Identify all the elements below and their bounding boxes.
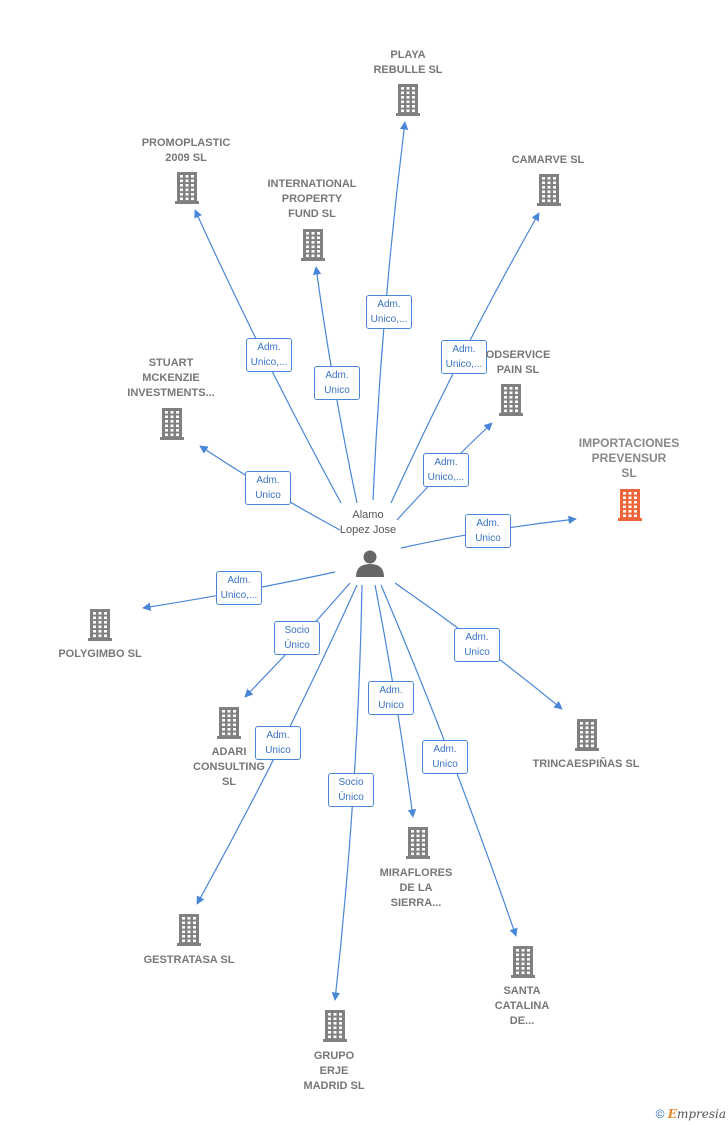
footer: © Empresia	[656, 1107, 726, 1121]
edge-label-international[interactable]: Adm. Unico	[314, 366, 360, 400]
edge-label-importaciones[interactable]: Adm. Unico	[465, 514, 511, 548]
building-icon-polygimbo[interactable]	[88, 609, 112, 641]
edge-label-miraflores[interactable]: Adm. Unico	[368, 681, 414, 715]
node-label-odservice: ODSERVICE PAIN SL	[485, 349, 551, 376]
node-label-camarve: CAMARVE SL	[511, 154, 585, 166]
node-label-trincaespinas: TRINCAESPIÑAS SL	[532, 758, 640, 770]
edge-label-stuart[interactable]: Adm. Unico	[245, 471, 291, 505]
edge-label-odservice[interactable]: Adm. Unico,...	[423, 453, 469, 487]
edge-label-playa[interactable]: Adm. Unico,...	[366, 295, 412, 329]
empresia-logo[interactable]: Empresia	[667, 1107, 726, 1121]
nodes-layer	[88, 84, 642, 1042]
building-icon-importaciones[interactable]	[618, 489, 642, 521]
building-icon-international[interactable]	[301, 229, 325, 261]
node-label-miraflores: MIRAFLORES DE LA SIERRA...	[379, 867, 453, 909]
node-label-gestratasa: GESTRATASA SL	[143, 954, 235, 966]
person-icon[interactable]	[356, 550, 384, 578]
node-label-playa: PLAYA REBULLE SL	[373, 49, 443, 76]
node-label-international: INTERNATIONAL PROPERTY FUND SL	[267, 178, 357, 220]
node-label-stuart: STUART MCKENZIE INVESTMENTS...	[127, 357, 215, 399]
node-label-promoplastic: PROMOPLASTIC 2009 SL	[141, 137, 231, 164]
edge-label-promoplastic[interactable]: Adm. Unico,...	[246, 338, 292, 372]
building-icon-playa[interactable]	[396, 84, 420, 116]
building-icon-adari[interactable]	[217, 707, 241, 739]
node-label-santa: SANTA CATALINA DE...	[494, 985, 550, 1027]
edge-label-santa[interactable]: Adm. Unico	[422, 740, 468, 774]
building-icon-santa[interactable]	[511, 946, 535, 978]
edge-label-gestratasa[interactable]: Adm. Unico	[255, 726, 301, 760]
node-label-grupo: GRUPO ERJE MADRID SL	[303, 1050, 365, 1092]
node-label-polygimbo: POLYGIMBO SL	[58, 648, 142, 660]
building-icon-gestratasa[interactable]	[177, 914, 201, 946]
edge-label-camarve[interactable]: Adm. Unico,...	[441, 340, 487, 374]
edge-label-adari[interactable]: Socio Único	[274, 621, 320, 655]
edges-layer	[142, 121, 577, 1001]
node-label-alamo: Alamo Lopez Jose	[339, 509, 397, 536]
building-icon-grupo[interactable]	[323, 1010, 347, 1042]
node-label-adari: ADARI CONSULTING SL	[193, 746, 265, 788]
copyright-icon: ©	[655, 1107, 665, 1121]
building-icon-miraflores[interactable]	[406, 827, 430, 859]
building-icon-promoplastic[interactable]	[175, 172, 199, 204]
edge-label-grupo[interactable]: Socio Único	[328, 773, 374, 807]
building-icon-trincaespinas[interactable]	[575, 719, 599, 751]
edge-label-trincaespinas[interactable]: Adm. Unico	[454, 628, 500, 662]
edge-label-polygimbo[interactable]: Adm. Unico,...	[216, 571, 262, 605]
building-icon-camarve[interactable]	[537, 174, 561, 206]
building-icon-odservice[interactable]	[499, 384, 523, 416]
node-label-importaciones: IMPORTACIONES PREVENSUR SL	[578, 436, 680, 480]
building-icon-stuart[interactable]	[160, 408, 184, 440]
